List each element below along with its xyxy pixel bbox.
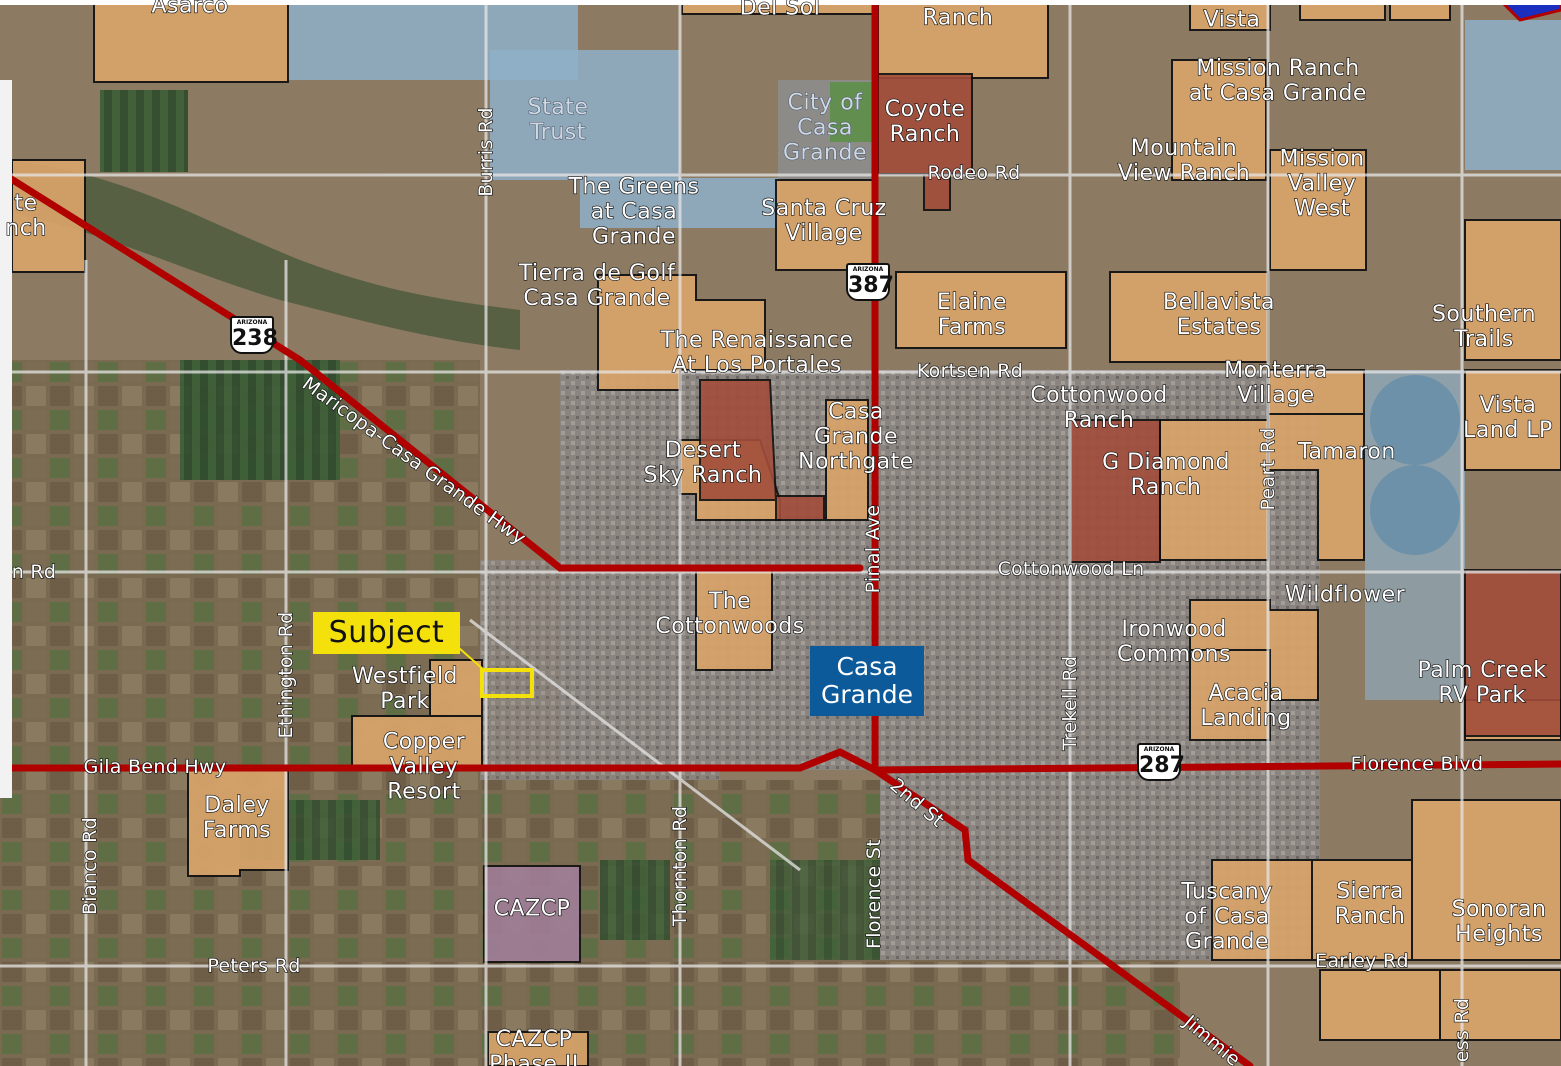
road-n-rd: n Rd — [11, 560, 57, 583]
label-greens-at-casa-grande: The Greens at Casa Grande — [568, 174, 700, 250]
label-tierra-de-golf: Tierra de Golf Casa Grande — [518, 260, 676, 311]
road-cottonwood-ln: Cottonwood Ln — [997, 557, 1145, 580]
label-ironwood-commons: Ironwood Commons — [1116, 616, 1232, 667]
label-copper-valley-resort: Copper Valley Resort — [382, 729, 466, 805]
label-ranch-top: Ranch — [922, 5, 994, 31]
label-mission-ranch: Mission Ranch at Casa Grande — [1188, 55, 1367, 106]
left-legend-panel — [0, 80, 12, 798]
road-peart-rd: Peart Rd — [1256, 427, 1279, 511]
label-daley-farms: Daley Farms — [202, 792, 272, 843]
shield-state: ARIZONA — [852, 266, 884, 273]
label-te-nch: te nch — [5, 190, 47, 241]
label-del-sol: Del Sol — [739, 0, 821, 21]
highway-shield-287: ARIZONA 287 — [1137, 743, 1185, 781]
label-elaine-farms: Elaine Farms — [936, 289, 1008, 340]
parcel-cazcp — [483, 865, 581, 963]
road-ess-rd: ess Rd — [1450, 997, 1473, 1063]
road-rodeo-rd: Rodeo Rd — [927, 161, 1021, 184]
label-mission-valley-west: Mission Valley West — [1279, 146, 1365, 222]
label-tuscany-of-casa-grande: Tuscany of Casa Grande — [1181, 879, 1273, 955]
label-santa-cruz-village: Santa Cruz Village — [761, 195, 887, 246]
label-desert-sky-ranch: Desert Sky Ranch — [643, 437, 763, 488]
road-ethington-rd: Ethington Rd — [274, 611, 297, 739]
label-the-cottonwoods: The Cottonwoods — [655, 588, 805, 639]
road-thornton-rd: Thornton Rd — [668, 805, 691, 927]
label-westfield-park: Westfield Park — [351, 663, 459, 714]
shield-number: 238 — [232, 326, 278, 351]
shield-number: 387 — [848, 273, 894, 298]
label-palm-creek-rv-park: Palm Creek RV Park — [1417, 657, 1547, 708]
label-monterra-village: Monterra Village — [1223, 357, 1328, 408]
label-wildflower: Wildflower — [1284, 582, 1406, 608]
road-burris-rd: Burris Rd — [474, 107, 497, 198]
top-edge — [0, 0, 1561, 5]
blue-feature-ne — [1497, 0, 1561, 22]
parcel-state-trust — [490, 50, 680, 180]
parcel-blue-2 — [1365, 570, 1465, 700]
subject-label: Subject — [313, 612, 460, 654]
subject-leader-line — [458, 647, 485, 671]
red-parcels — [699, 73, 1561, 737]
label-cazcp-phase-2: CAZCP Phase II — [489, 1026, 579, 1066]
green-fields-1 — [180, 360, 340, 480]
green-fields-3 — [600, 860, 670, 940]
label-cazcp: CAZCP — [493, 896, 571, 922]
label-city-of-casa-grande: City of Casa Grande — [782, 90, 868, 166]
label-renaissance: The Renaissance At Los Portales — [660, 327, 854, 378]
label-g-diamond-ranch: G Diamond Ranch — [1101, 449, 1230, 500]
highway-shield-387: ARIZONA 387 — [846, 263, 894, 301]
shield-number: 287 — [1139, 753, 1185, 778]
road-earley-rd: Earley Rd — [1315, 949, 1410, 972]
label-southern-trails: Southern Trails — [1431, 301, 1537, 352]
parcel-cazcp-phase-2 — [487, 1031, 589, 1066]
road-pinal-ave: Pinal Ave — [861, 504, 884, 594]
shield-state: ARIZONA — [236, 319, 268, 326]
highway-shield-238: ARIZONA 238 — [230, 316, 278, 354]
pivot-1 — [1370, 375, 1460, 465]
subject-outline — [480, 668, 534, 698]
road-gila-bend-hwy: Gila Bend Hwy — [83, 755, 227, 778]
pivot-2 — [1370, 465, 1460, 555]
river-wash — [0, 160, 520, 350]
label-casa-grande-northgate: Casa Grande Northgate — [798, 399, 914, 475]
road-peters-rd: Peters Rd — [207, 954, 301, 977]
road-trekell-rd: Trekell Rd — [1058, 655, 1081, 751]
city-label-text: Casa Grande — [820, 652, 914, 709]
label-coyote-ranch: Coyote Ranch — [884, 96, 966, 147]
label-sierra-ranch: Sierra Ranch — [1334, 878, 1406, 929]
label-state-trust: State Trust — [527, 95, 589, 146]
road-florence-st: Florence St — [862, 838, 885, 949]
label-mountain-view-ranch: Mountain View Ranch — [1117, 135, 1251, 186]
label-bellavista-estates: Bellavista Estates — [1162, 289, 1276, 340]
city-label-casa-grande: Casa Grande — [810, 646, 924, 716]
green-fields-4 — [770, 860, 890, 960]
shield-state: ARIZONA — [1143, 746, 1175, 753]
road-florence-blvd: Florence Blvd — [1350, 752, 1484, 775]
label-acacia-landing: Acacia Landing — [1200, 680, 1292, 731]
label-vista-top: Vista — [1203, 7, 1261, 33]
green-fields-5 — [100, 90, 188, 172]
label-sonoran-heights: Sonoran Heights — [1451, 896, 1547, 947]
label-asarco: Asarco — [151, 0, 229, 19]
label-tamaron: Tamaron — [1298, 439, 1396, 465]
parcel-city-park — [830, 82, 872, 142]
label-vista-land-lp: Vista Land LP — [1463, 392, 1553, 443]
road-kortsen-rd: Kortsen Rd — [916, 359, 1024, 382]
label-cottonwood-ranch: Cottonwood Ranch — [1030, 382, 1168, 433]
road-bianco-rd: Bianco Rd — [78, 816, 101, 916]
parcel-blue-ne — [1465, 20, 1561, 170]
